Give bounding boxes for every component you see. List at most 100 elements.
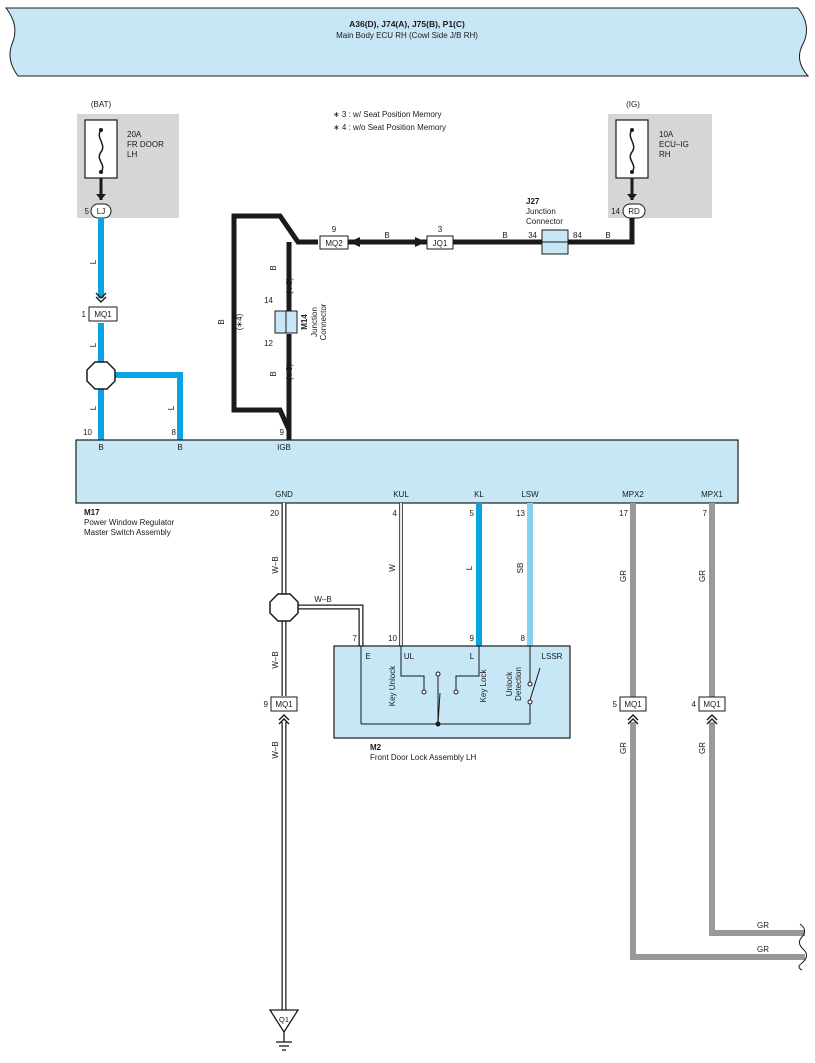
m17-id: M17	[84, 508, 100, 517]
bat-wire-l	[98, 218, 183, 440]
m17-terminal-igb: IGB	[277, 443, 291, 452]
lj-connector-label: LJ	[97, 207, 105, 216]
wire-label-b: B	[502, 231, 507, 240]
unlock-detection-label-2: Detection	[514, 667, 523, 701]
main-body-ecu-header: A36(D), J74(A), J75(B), P1(C) Main Body …	[4, 7, 810, 77]
m14-name2: Connector	[319, 303, 328, 340]
m2-terminal-ul: UL	[404, 652, 415, 661]
rd-pin: 14	[611, 207, 620, 216]
m17-pin-igb: 9	[280, 428, 285, 437]
rd-connector-label: RD	[628, 207, 640, 216]
mpx2-wire-gr	[630, 503, 805, 960]
wire-label-wb: W–B	[271, 651, 280, 668]
wire-label-sb: SB	[516, 563, 525, 574]
m17-terminal-kl: KL	[474, 490, 484, 499]
j27-id: J27	[526, 197, 540, 206]
wire-label-b: B	[605, 231, 610, 240]
ig-fuse-name1: ECU–IG	[659, 140, 689, 149]
fuse-fr-door-lh: (BAT) 20A FR DOOR LH	[77, 100, 179, 218]
mq1-gnd-label: MQ1	[275, 700, 293, 709]
ecu-subtitle: Main Body ECU RH (Cowl Side J/B RH)	[336, 31, 478, 40]
mq1-mpx1-connector	[698, 696, 726, 712]
mq1-mpx2-pin: 5	[613, 700, 618, 709]
wire-label-star3: (∗3)	[285, 277, 294, 294]
wire-label-l: L	[89, 259, 98, 264]
wire-label-gr: GR	[619, 742, 628, 754]
mq2-pin: 9	[332, 225, 337, 234]
jq1-label: JQ1	[433, 239, 448, 248]
m2-pin-e: 7	[353, 634, 358, 643]
j27-name2: Connector	[526, 217, 563, 226]
m17-name2: Master Switch Assembly	[84, 528, 171, 537]
m14-pin-top: 14	[264, 296, 273, 305]
m2-terminal-lssr: LSSR	[542, 652, 563, 661]
wire-label-l: L	[465, 565, 474, 570]
m17-pin-gnd: 20	[270, 509, 279, 518]
splice-junction-icon	[86, 361, 116, 390]
m17-terminal-b2: B	[177, 443, 182, 452]
ground-q1-icon: Q1	[268, 1009, 300, 1051]
ground-q1-label: Q1	[279, 1015, 289, 1024]
mq1-top-label: MQ1	[94, 310, 112, 319]
m17-pin-b1: 10	[83, 428, 92, 437]
gnd-wire-wb	[281, 503, 364, 1010]
ecu-title: A36(D), J74(A), J75(B), P1(C)	[349, 19, 465, 29]
m14-name1: Junction	[310, 307, 319, 337]
m17-pin-lsw: 13	[516, 509, 525, 518]
wire-label-star4: (∗4)	[235, 313, 244, 330]
fuse-icon	[98, 129, 104, 173]
wire-label-gr: GR	[757, 945, 769, 954]
m14-id: M14	[300, 314, 309, 330]
key-lock-switch-label: Key Lock	[479, 669, 488, 703]
mq1-top-connector	[88, 306, 118, 322]
m17-terminal-gnd: GND	[275, 490, 293, 499]
m17-terminal-mpx2: MPX2	[622, 490, 644, 499]
wire-label-l: L	[89, 405, 98, 410]
m17-pin-kul: 4	[393, 509, 398, 518]
wire-label-b: B	[269, 371, 278, 376]
m2-terminal-e: E	[365, 652, 370, 661]
m17-terminal-mpx1: MPX1	[701, 490, 723, 499]
m17-name1: Power Window Regulator	[84, 518, 175, 527]
bat-fuse-rating: 20A	[127, 130, 142, 139]
mq2-connector	[319, 235, 349, 250]
fuse-ecu-ig-rh: (IG) 10A ECU–IG RH	[608, 100, 712, 218]
m17-power-window-master-switch: 10 B 8 B 9 IGB GND KUL KL LSW MPX2 MPX1 …	[75, 428, 739, 537]
ig-source-label: (IG)	[626, 100, 640, 109]
note-star4: ∗ 4 : w/o Seat Position Memory	[333, 123, 446, 132]
wire-label-gr: GR	[619, 570, 628, 582]
mq1-gnd-pin: 9	[264, 700, 269, 709]
m17-terminal-kul: KUL	[393, 490, 409, 499]
m17-terminal-b1: B	[98, 443, 103, 452]
m2-terminal-l: L	[470, 652, 475, 661]
m17-pin-mpx2: 17	[619, 509, 628, 518]
m17-pin-mpx1: 7	[703, 509, 708, 518]
wire-label-gr: GR	[757, 921, 769, 930]
bat-fuse-name2: LH	[127, 150, 137, 159]
mq1-mpx2-connector	[619, 696, 647, 712]
wire-label-gr: GR	[698, 742, 707, 754]
wire-label-w: W	[388, 564, 397, 572]
wire-break-icon	[798, 923, 808, 971]
wire-label-l: L	[167, 405, 176, 410]
ig-fuse-rating: 10A	[659, 130, 674, 139]
mq2-label: MQ2	[325, 239, 343, 248]
splice-junction-icon	[269, 593, 299, 622]
rd-connector	[622, 203, 646, 219]
m2-front-door-lock-assembly: 7 10 9 8 E UL L LSSR Key Unlock Key Lock…	[333, 634, 571, 762]
mpx1-wire-gr	[709, 503, 805, 936]
m17-pin-kl: 5	[470, 509, 475, 518]
j27-pin-right: 84	[573, 231, 582, 240]
mq1-gnd-connector	[270, 696, 298, 712]
m14-junction-connector: 14 12 M14 Junction Connector	[264, 296, 328, 348]
bat-fuse-name1: FR DOOR	[127, 140, 164, 149]
mq1-mpx2-label: MQ1	[624, 700, 642, 709]
m14-pin-bottom: 12	[264, 339, 273, 348]
mq1-mpx1-pin: 4	[692, 700, 697, 709]
mq1-mpx1-label: MQ1	[703, 700, 721, 709]
wire-label-wb: W–B	[314, 595, 331, 604]
wire-label-b: B	[269, 265, 278, 270]
wire-label-l: L	[89, 342, 98, 347]
m2-pin-ul: 10	[388, 634, 397, 643]
